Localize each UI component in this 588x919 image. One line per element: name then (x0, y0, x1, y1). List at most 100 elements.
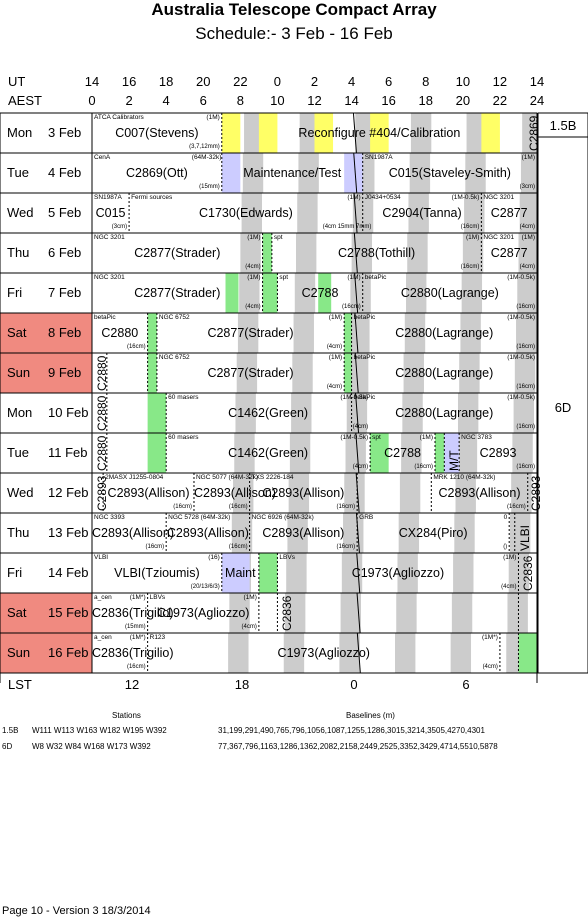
band-note: (3,7,12mm) (189, 144, 220, 150)
band-note: (16cm) (336, 504, 356, 510)
array-note: (1M) (328, 314, 343, 321)
lst-stripe (461, 273, 483, 313)
band-note: (4cm) (352, 464, 369, 470)
band-note: (16cm) (126, 664, 146, 670)
source-name: VLBI (94, 554, 109, 561)
lst-stripe (231, 513, 253, 553)
stations-header: Stations (112, 711, 141, 720)
band-note: (16cm) (460, 264, 480, 270)
ut-tick: 10 (455, 74, 471, 89)
project-name: C2836(Trigilio) (92, 646, 174, 660)
array-note: (1M*) (129, 594, 146, 601)
source-name: NGC 3783 (461, 434, 492, 441)
lst-stripe (292, 353, 313, 393)
band-note: (15mm) (199, 184, 220, 190)
band-note: (16cm) (173, 504, 192, 510)
vertical-project-label: C2836 (521, 555, 536, 591)
source-name: SN1987A (364, 154, 393, 161)
lst-stripe (401, 433, 422, 473)
lst-tick: 18 (234, 677, 250, 692)
baseline-list-2: 77,367,796,1163,1286,1362,2082,2158,2449… (218, 742, 498, 751)
array-note: (1M*) (129, 634, 146, 641)
aest-tick: 4 (162, 93, 170, 108)
band-note: (3cm) (519, 184, 535, 190)
aest-tick: 2 (125, 93, 133, 108)
project-name: CX284(Piro) (398, 526, 468, 540)
lst-stripe (284, 593, 306, 633)
source-name: spt (273, 234, 283, 241)
aest-tick: 22 (492, 93, 508, 108)
lst-stripe (293, 313, 314, 353)
lst-stripe (407, 233, 428, 273)
source-name: 2MASX J1255-0804 (105, 474, 164, 481)
schedule-fill (147, 393, 167, 433)
lst-zero-line (353, 192, 358, 234)
lst-stripe (518, 233, 537, 273)
lst-stripe (453, 553, 474, 593)
day-name: Thu (7, 245, 30, 260)
lst-stripe (402, 393, 423, 433)
array-note: (1M*) (482, 634, 498, 641)
schedule-fill (318, 273, 332, 313)
source-name: SN1987A (94, 194, 122, 201)
lst-stripe (347, 353, 369, 393)
page-title: Australia Telescope Compact Array (151, 0, 437, 19)
day-date: 13 Feb (48, 525, 89, 540)
day-date: 5 Feb (48, 205, 82, 220)
lst-stripe (229, 593, 250, 633)
lst-tick: 12 (124, 677, 140, 692)
schedule-fill (258, 113, 278, 153)
lst-tick: 6 (462, 677, 470, 692)
project-name: C2893(Allison) (166, 526, 249, 540)
lst-zero-line (354, 352, 359, 394)
lst-stripe (465, 153, 486, 193)
schedule-fill (344, 313, 352, 353)
lst-stripe (522, 113, 537, 153)
schedule-fill (221, 113, 241, 153)
lst-zero-line (352, 112, 357, 154)
lst-stripe (291, 393, 312, 433)
project-name: Maint (225, 566, 256, 580)
day-name: Tue (7, 165, 29, 180)
aest-tick: 0 (88, 93, 96, 108)
lst-stripe (345, 433, 366, 473)
lst-stripe (241, 193, 262, 233)
weekend-day-cell (0, 633, 92, 673)
aest-tick: 6 (199, 93, 207, 108)
day-name: Wed (7, 205, 34, 220)
array-note: (64M-32k) (191, 154, 222, 161)
source-name: MRK 1210 (64M-32k) (433, 474, 496, 481)
aest-tick: 16 (381, 93, 396, 108)
project-name: C2788(Tothill) (338, 246, 416, 260)
project-name: C015(Staveley-Smith) (388, 166, 511, 180)
lst-stripe (408, 193, 429, 233)
band-note: (16cm) (228, 504, 248, 510)
lst-stripe (460, 313, 481, 353)
day-name: Sun (7, 645, 31, 660)
lst-stripe (409, 153, 431, 193)
source-name: betaPic (364, 274, 387, 281)
source-name: TXS 2226-184 (251, 474, 294, 481)
schedule-fill (435, 433, 445, 473)
schedule-fill (444, 433, 460, 473)
band-note: (4cm) (501, 584, 517, 590)
lst-stripe (464, 193, 485, 233)
source-name: NGC 5077 (64M-32k) (195, 474, 259, 481)
schedule-fill (262, 273, 278, 313)
source-name: NGC 3201 (94, 234, 125, 241)
baseline-list-1: 31,199,291,490,765,796,1056,1087,1255,12… (218, 726, 485, 735)
array-note: (1M) (347, 274, 361, 281)
day-date: 3 Feb (48, 125, 82, 140)
array-note: (1M-0.5k) (507, 394, 535, 401)
schedule-fill (147, 353, 157, 393)
lst-stripe (519, 193, 537, 233)
array-note: (1M) (206, 114, 220, 121)
ut-label: UT (8, 74, 26, 89)
ut-tick: 16 (121, 74, 137, 89)
band-note: (4cm) (241, 624, 257, 630)
source-name: R123 (149, 634, 166, 641)
lst-zero-line (356, 592, 361, 634)
project-name: C2880(Lagrange) (395, 406, 494, 420)
lst-stripe (462, 233, 484, 273)
project-name: C2877 (490, 246, 528, 260)
